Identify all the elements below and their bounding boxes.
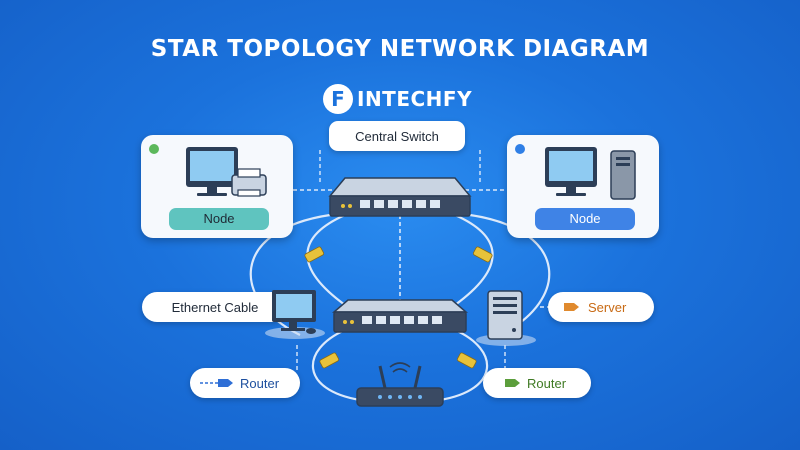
node-right-button[interactable]: Node [535,208,635,230]
server-label: Server [548,292,654,322]
router-left-label-text: Router [240,375,280,391]
page-title: STAR TOPOLOGY NETWORK DIAGRAM [150,36,650,62]
printer-icon [231,168,267,197]
brand-logo: F INTECHFY [323,82,472,116]
node-card-right: Node [507,135,659,238]
tag-icon [200,379,233,387]
ethernet-connector-icon [304,246,493,369]
node-left-button[interactable]: Node [169,208,269,230]
node-card-left: Node [141,135,293,238]
tag-icon [505,379,520,387]
cable-router-left [311,328,361,402]
tag-icon [564,303,579,311]
router-right-label-text: Router [527,375,567,391]
brand-logo-letter: F [331,87,345,111]
status-dot-icon [149,144,159,154]
server-label-text: Server [588,299,627,315]
central-switch-label-text: Central Switch [355,128,439,144]
ethernet-cable-label-text: Ethernet Cable [171,299,259,315]
status-dot-icon [515,144,525,154]
central-switch-label: Central Switch [329,121,465,151]
ethernet-cable-label: Ethernet Cable [142,292,288,322]
router-left-label: Router [190,368,300,398]
cable-router-right [439,328,489,402]
router-right-label: Router [483,368,591,398]
cable-loop-upper-right [469,213,551,336]
brand-wordmark: INTECHFY [357,87,473,111]
cable-switch-to-switch-right [454,213,494,306]
brand-logo-icon: F [323,84,353,114]
desktop-computer-icon [186,147,267,197]
tower-pc-icon [545,147,636,200]
